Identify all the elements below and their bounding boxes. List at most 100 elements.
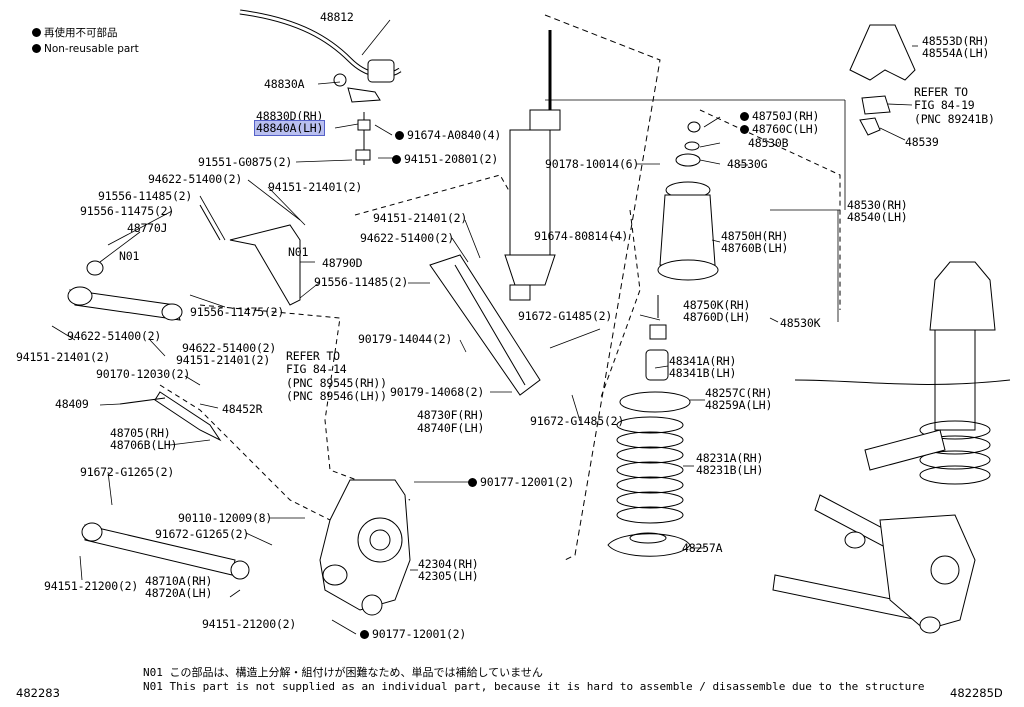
part-label-48760D[interactable]: 48760D(LH) [683, 310, 751, 324]
shock-absorber [504, 30, 561, 301]
part-label-48259A[interactable]: 48259A(LH) [705, 398, 773, 412]
part-label-48231B[interactable]: 48231B(LH) [696, 463, 764, 477]
part-label-90179-14044[interactable]: 90179-14044(2) [358, 332, 453, 346]
part-label-48553D[interactable]: 48553D(RH) [922, 34, 990, 48]
note-n01-en: N01 This part is not supplied as an indi… [143, 680, 925, 693]
part-label-91672-G1265-a[interactable]: 91672-G1265(2) [80, 465, 175, 479]
refer-84-14-title[interactable]: REFER TO [286, 349, 340, 363]
part-label-48760B[interactable]: 48760B(LH) [721, 241, 789, 255]
part-label-42304[interactable]: 42304(RH) [418, 557, 479, 571]
non-reusable-dot-icon [32, 44, 41, 53]
part-label-90177-12001-b[interactable]: 90177-12001(2) [372, 627, 467, 641]
upper-arm [229, 224, 301, 306]
part-label-91556-11475-b[interactable]: 91556-11475(2) [190, 305, 285, 319]
part-label-48341A[interactable]: 48341A(RH) [669, 354, 737, 368]
refer-84-19-title[interactable]: REFER TO [914, 85, 968, 99]
assembled-view [772, 261, 1011, 634]
part-label-91674-A0840[interactable]: 91674-A0840(4) [407, 128, 502, 142]
part-label-94622-51400-c[interactable]: 94622-51400(2) [67, 329, 162, 343]
part-label-48720A[interactable]: 48720A(LH) [145, 586, 213, 600]
leader-lines [51, 19, 918, 635]
part-label-48770J[interactable]: 48770J [127, 221, 168, 235]
stabilizer-bushing [367, 59, 395, 83]
part-label-94151-21200-b[interactable]: 94151-21200(2) [202, 617, 297, 631]
part-label-91672-G1485-a[interactable]: 91672-G1485(2) [518, 309, 613, 323]
part-label-91672-G1265-b[interactable]: 91672-G1265(2) [155, 527, 250, 541]
upper-support [657, 181, 719, 281]
part-label-48730F[interactable]: 48730F(RH) [417, 408, 485, 422]
part-label-48760C[interactable]: 48760C(LH) [752, 122, 820, 136]
part-label-48706B[interactable]: 48706B(LH) [110, 438, 178, 452]
part-label-48539[interactable]: 48539 [905, 135, 939, 149]
part-label-42305[interactable]: 42305(LH) [418, 569, 479, 583]
part-label-90110-12009[interactable]: 90110-12009(8) [178, 511, 273, 525]
refer-84-19-pnc[interactable]: (PNC 89241B) [914, 112, 995, 126]
part-label-N01-a[interactable]: N01 [119, 249, 140, 263]
rear-axle-carrier [319, 479, 411, 616]
part-label-48740F[interactable]: 48740F(LH) [417, 421, 485, 435]
part-label-48452R[interactable]: 48452R [222, 402, 263, 416]
part-label-48540[interactable]: 48540(LH) [847, 210, 908, 224]
mount-nut [675, 153, 701, 167]
part-label-48530G[interactable]: 48530G [727, 157, 768, 171]
part-label-48812[interactable]: 48812 [320, 10, 354, 24]
part-label-94151-20801[interactable]: 94151-20801(2) [404, 152, 499, 166]
part-label-48530K[interactable]: 48530K [780, 316, 821, 330]
refer-84-14-fig[interactable]: FIG 84-14 [286, 362, 347, 376]
part-label-94151-21200-a[interactable]: 94151-21200(2) [44, 579, 139, 593]
part-label-94622-51400-a[interactable]: 94622-51400(2) [148, 172, 243, 186]
part-label-48750K[interactable]: 48750K(RH) [683, 298, 751, 312]
part-label-94151-21401-a[interactable]: 94151-21401(2) [268, 180, 363, 194]
part-label-91551-G0875[interactable]: 91551-G0875(2) [198, 155, 293, 169]
part-label-48750H[interactable]: 48750H(RH) [721, 229, 789, 243]
part-label-48554A[interactable]: 48554A(LH) [922, 46, 990, 60]
refer-84-14-pnc-lh[interactable]: (PNC 89546(LH)) [286, 389, 387, 403]
non-reusable-dot-icon [740, 125, 749, 134]
legend-en: Non-reusable part [44, 43, 139, 55]
spring-bumper-cover [849, 24, 916, 81]
part-label-48750J[interactable]: 48750J(RH) [752, 109, 820, 123]
part-label-48231A[interactable]: 48231A(RH) [696, 451, 764, 465]
part-label-48830A[interactable]: 48830A [264, 77, 305, 91]
part-label-48530B[interactable]: 48530B [748, 136, 789, 150]
legend: 再使用不可部品 Non-reusable part [32, 25, 139, 57]
part-label-90179-14068[interactable]: 90179-14068(2) [390, 385, 485, 399]
part-label-91556-11475-a[interactable]: 91556-11475(2) [80, 204, 175, 218]
part-label-48790D[interactable]: 48790D [322, 256, 363, 270]
part-label-48530[interactable]: 48530(RH) [847, 198, 908, 212]
part-label-94622-51400-d[interactable]: 94622-51400(2) [182, 341, 277, 355]
part-label-94151-21401-d[interactable]: 94151-21401(2) [176, 353, 271, 367]
toe-link [154, 391, 222, 442]
part-label-48830D[interactable]: 48830D(RH) [256, 109, 324, 123]
part-label-90177-12001-a[interactable]: 90177-12001(2) [480, 475, 575, 489]
trailing-arm [429, 254, 541, 396]
part-label-48710A[interactable]: 48710A(RH) [145, 574, 213, 588]
part-label-48705[interactable]: 48705(RH) [110, 426, 171, 440]
part-label-94151-21401-b[interactable]: 94151-21401(2) [373, 211, 468, 225]
part-label-91672-G1485-b[interactable]: 91672-G1485(2) [530, 414, 625, 428]
figure-code-right: 482285D [950, 686, 1003, 700]
refer-84-14-pnc-rh[interactable]: (PNC 89545(RH)) [286, 376, 387, 390]
part-label-48257C[interactable]: 48257C(RH) [705, 386, 773, 400]
part-label-N01-b[interactable]: N01 [288, 245, 309, 259]
part-label-48341B[interactable]: 48341B(LH) [669, 366, 737, 380]
part-label-94151-21401-c[interactable]: 94151-21401(2) [16, 350, 111, 364]
part-label-90170-12030[interactable]: 90170-12030(2) [96, 367, 191, 381]
stabilizer-link [357, 119, 371, 131]
part-label-91556-11485-b[interactable]: 91556-11485(2) [314, 275, 409, 289]
bracket-48539 [859, 117, 881, 136]
part-label-91556-11485-a[interactable]: 91556-11485(2) [98, 189, 193, 203]
non-reusable-dot-icon [395, 131, 404, 140]
refer-84-19-fig[interactable]: FIG 84-19 [914, 98, 975, 112]
part-label-48840A-highlighted[interactable]: 48840A(LH) [254, 120, 326, 136]
part-label-91674-80814[interactable]: 91674-80814(4) [534, 229, 629, 243]
part-label-48257A[interactable]: 48257A [682, 541, 723, 555]
part-label-94622-51400-b[interactable]: 94622-51400(2) [360, 231, 455, 245]
non-reusable-dot-icon [360, 630, 369, 639]
non-reusable-dot-icon [468, 478, 477, 487]
part-label-48409[interactable]: 48409 [55, 397, 89, 411]
part-label-90178-10014[interactable]: 90178-10014(6) [545, 157, 640, 171]
lower-insulator [607, 533, 691, 557]
